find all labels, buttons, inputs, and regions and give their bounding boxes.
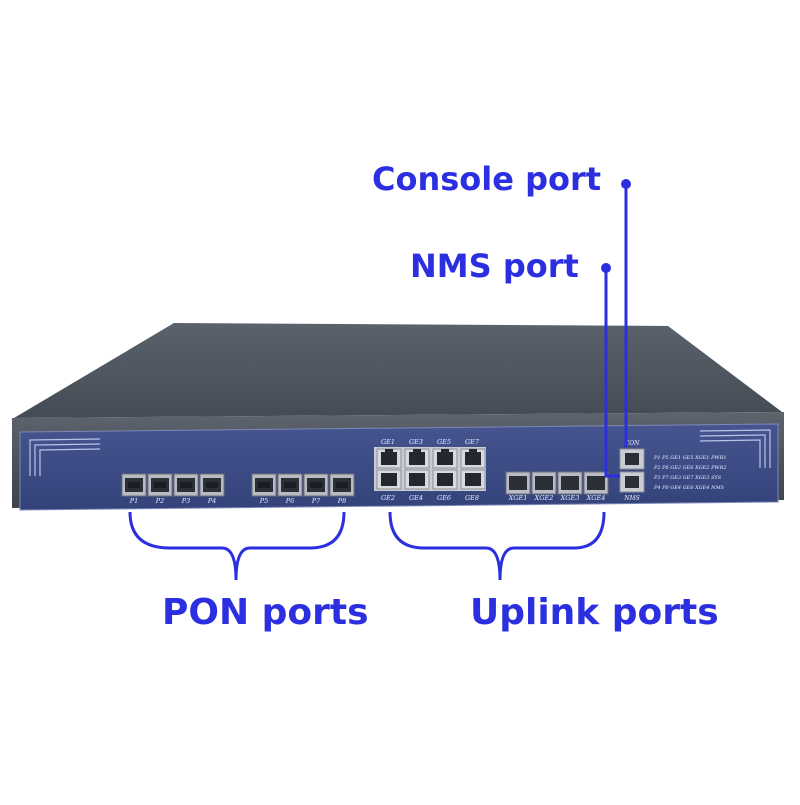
- ge-label-top-3: GE5: [437, 438, 451, 446]
- pon-port-label-3: P3: [181, 497, 191, 505]
- ge-label-top-1: GE1: [381, 438, 395, 446]
- xge-label-3: XGE3: [560, 494, 580, 502]
- nms-port-callout: NMS port: [410, 247, 579, 285]
- pon-port-group: [121, 473, 355, 497]
- xge-port-2: [531, 471, 557, 495]
- ge-port-5: [432, 448, 458, 469]
- panel-decor-left: [29, 438, 101, 476]
- pon-port-4: [199, 473, 225, 497]
- ge-port-7: [460, 448, 486, 469]
- ge-ports: [376, 448, 486, 490]
- pon-port-labels: P1 P2 P3 P4 P5 P6 P7 P8: [129, 497, 347, 505]
- pon-port-label-7: P7: [311, 497, 321, 505]
- xge-port-4: [583, 471, 609, 495]
- console-port-callout: Console port: [372, 160, 602, 198]
- led-indicator-legend: P1 P5 GE1 GE5 XGE1 PWR1 P2 P6 GE2 GE6 XGE…: [653, 455, 727, 491]
- con-port-label: CON: [625, 440, 641, 447]
- xge-port-1: [505, 471, 531, 495]
- xge-label-1: XGE1: [508, 494, 528, 502]
- ge-port-1: [376, 448, 402, 469]
- pon-port-label-4: P4: [207, 497, 217, 505]
- panel-decor-right: [699, 429, 771, 468]
- led-row-2: P2 P6 GE2 GE6 XGE2 PWR2: [653, 465, 727, 471]
- pon-port-8: [329, 473, 355, 497]
- chassis-top: [14, 323, 782, 418]
- ge-port-6: [432, 469, 458, 490]
- nms-port-label: NMS: [623, 495, 640, 502]
- pon-port-7: [303, 473, 329, 497]
- pon-port-label-1: P1: [129, 497, 139, 505]
- xge-port-group: [505, 471, 609, 495]
- uplink-bracket: [388, 511, 606, 581]
- pon-port-label-2: P2: [155, 497, 165, 505]
- pon-port-6: [277, 473, 303, 497]
- pon-port-1: [121, 473, 147, 497]
- led-row-1: P1 P5 GE1 GE5 XGE1 PWR1: [653, 455, 727, 461]
- ge-label-bottom-4: GE8: [465, 494, 479, 502]
- led-row-4: P4 P8 GE4 GE8 XGE4 NMS: [653, 485, 725, 491]
- ge-port-2: [376, 469, 402, 490]
- ge-label-bottom-3: GE6: [437, 494, 451, 502]
- pon-port-label-8: P8: [337, 497, 347, 505]
- nms-callout-line: [604, 268, 620, 478]
- pon-port-label-6: P6: [285, 497, 295, 505]
- uplink-ports-callout: Uplink ports: [470, 592, 719, 633]
- pon-port-5: [251, 473, 277, 497]
- xge-label-4: XGE4: [586, 494, 606, 502]
- pon-port-3: [173, 473, 199, 497]
- ge-port-8: [460, 469, 486, 490]
- ge-port-3: [404, 448, 430, 469]
- pon-bracket: [128, 511, 346, 581]
- xge-label-2: XGE2: [534, 494, 554, 502]
- pon-port-label-5: P5: [259, 497, 269, 505]
- ge-label-bottom-2: GE4: [409, 494, 423, 502]
- pon-port-2: [147, 473, 173, 497]
- xge-port-3: [557, 471, 583, 495]
- pon-ports-callout: PON ports: [162, 592, 369, 633]
- ge-port-4: [404, 469, 430, 490]
- ge-label-bottom-1: GE2: [381, 494, 395, 502]
- ge-label-top-4: GE7: [465, 438, 480, 446]
- ge-label-top-2: GE3: [409, 438, 423, 446]
- led-row-3: P3 P7 GE3 GE7 XGE3 SYS: [653, 475, 722, 481]
